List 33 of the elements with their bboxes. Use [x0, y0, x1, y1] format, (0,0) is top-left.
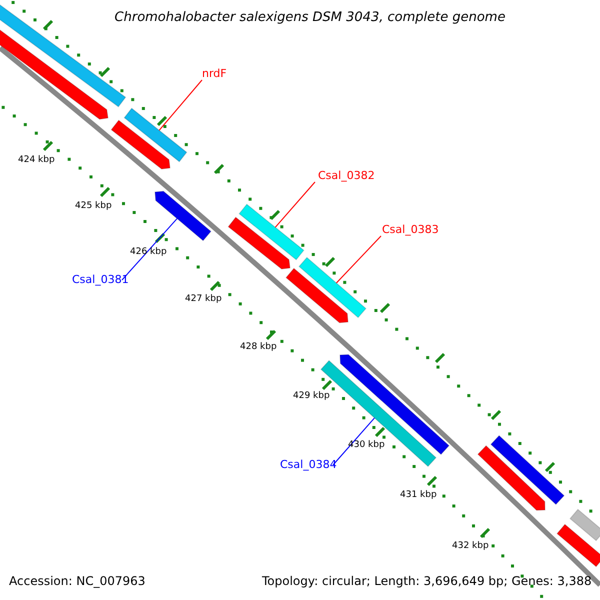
leader-line	[332, 417, 375, 466]
gene-feature	[556, 524, 600, 568]
gene-feature	[490, 434, 565, 506]
leader-line	[158, 80, 202, 131]
scale-label: 427 kbp	[185, 295, 222, 304]
gene-feature	[110, 120, 171, 170]
leader-line	[274, 182, 316, 228]
scale-label: 424 kbp	[18, 156, 55, 165]
genome-summary-text: Topology: circular; Length: 3,696,649 bp; Genes: 3,388	[262, 575, 592, 587]
gene-feature	[154, 190, 212, 242]
accession-text: Accession: NC_007963	[9, 575, 146, 587]
gene-label: Csal_0381	[72, 274, 129, 285]
gene-feature	[569, 508, 600, 542]
gene-label: Csal_0384	[280, 459, 337, 470]
gene-feature	[238, 204, 304, 260]
gene-feature	[339, 354, 450, 456]
gene-label: nrdF	[202, 68, 227, 79]
scale-label: 428 kbp	[240, 343, 277, 352]
scale-label: 429 kbp	[293, 392, 330, 401]
gene-feature	[298, 256, 367, 318]
gene-label: Csal_0382	[318, 170, 375, 181]
leader-line	[122, 218, 178, 280]
gene-feature	[285, 268, 349, 324]
gene-feature	[124, 108, 188, 162]
scale-label: 432 kbp	[452, 542, 489, 551]
gene-feature	[477, 445, 546, 511]
gene-label: Csal_0383	[382, 224, 439, 235]
scale-label: 425 kbp	[75, 202, 112, 211]
diagram-title: Chromohalobacter salexigens DSM 3043, complete genome	[114, 11, 506, 24]
scale-label: 431 kbp	[400, 491, 437, 500]
gene-feature	[228, 216, 291, 270]
leader-line	[336, 236, 382, 284]
scale-label: 426 kbp	[130, 248, 167, 257]
